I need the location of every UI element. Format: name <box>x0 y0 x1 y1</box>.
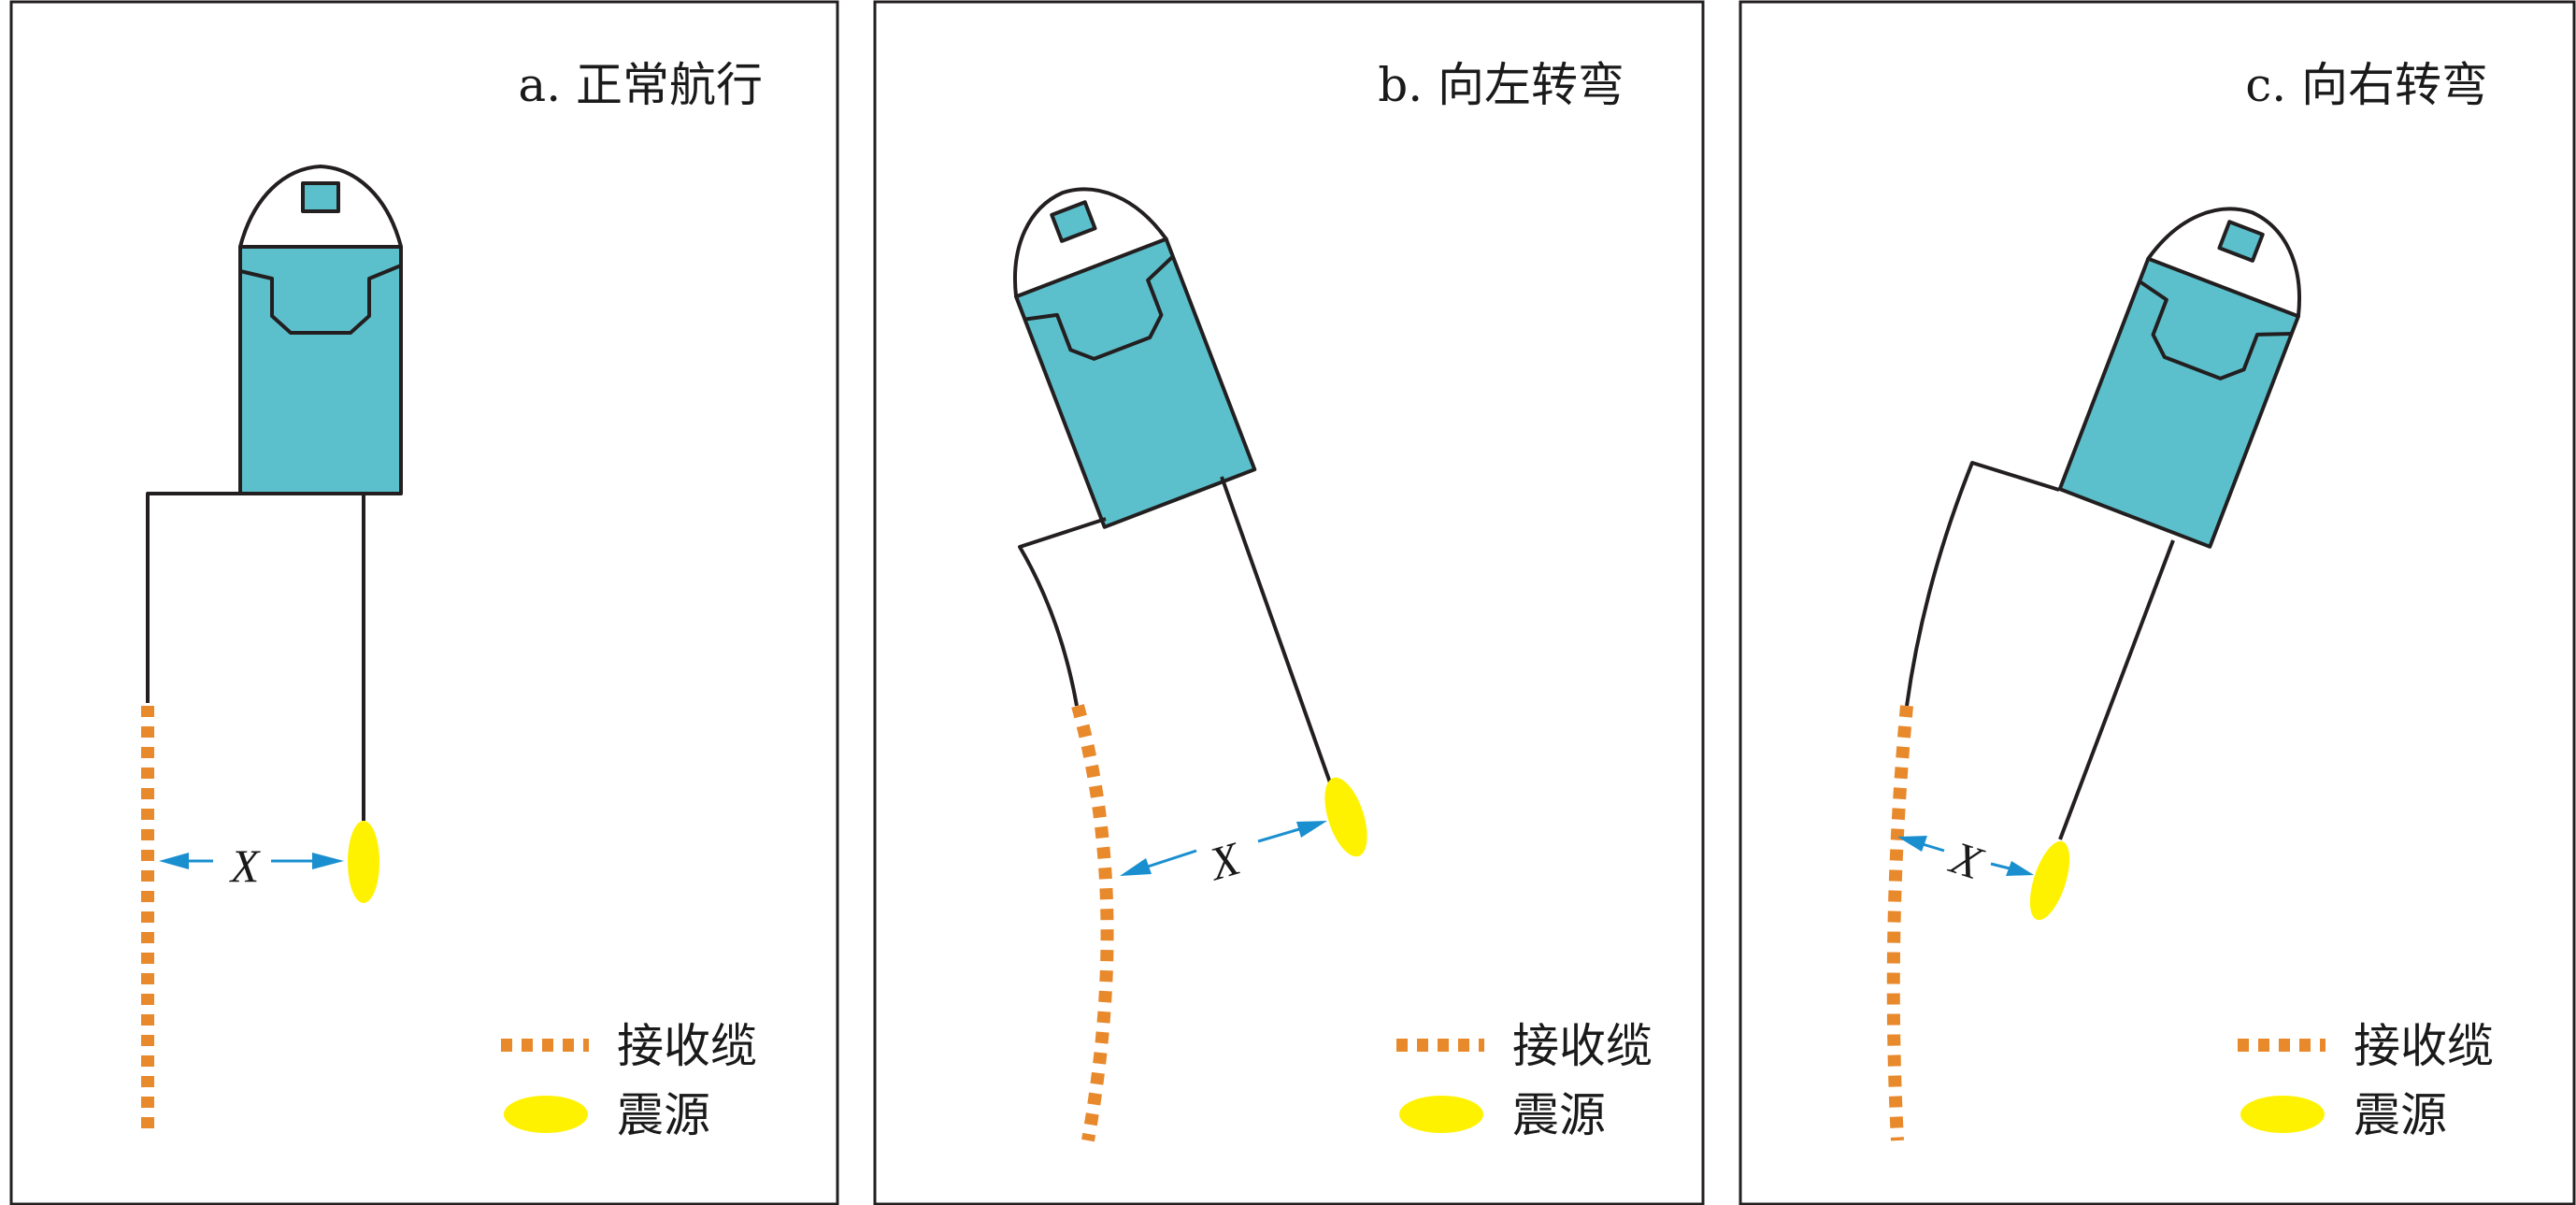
legend-cable-label: 接收缆 <box>2354 1019 2494 1073</box>
legend-cable-label: 接收缆 <box>1512 1019 1653 1073</box>
seismic-source <box>348 821 379 903</box>
legend-source-label: 震源 <box>2354 1088 2447 1142</box>
receiver-cable <box>1071 704 1114 1142</box>
source-tow-line <box>2058 539 2175 840</box>
panel-normal: a. 正常航行 X 接收缆 震源 <box>9 0 839 1205</box>
panel-title: a. 正常航行 <box>518 58 763 112</box>
cable-tow-line <box>146 492 240 703</box>
panel-frame <box>1739 0 2576 1205</box>
legend: 接收缆 震源 <box>501 1019 757 1142</box>
cable-tow-line <box>1018 517 1107 707</box>
legend-source-label: 震源 <box>1512 1088 1606 1142</box>
offset-arrow <box>159 853 344 869</box>
panel-turn-right: c. 向右转弯 X 接收缆 震源 <box>1739 0 2576 1205</box>
receiver-cable <box>1886 705 1913 1141</box>
legend-cable-label: 接收缆 <box>617 1019 757 1073</box>
panel-title: b. 向左转弯 <box>1378 58 1624 112</box>
offset-arrow <box>1120 821 1327 876</box>
legend-source-swatch <box>1399 1096 1483 1133</box>
offset-arrow <box>1897 836 2034 876</box>
panel-title: c. 向右转弯 <box>2245 58 2488 112</box>
legend: 接收缆 震源 <box>2238 1019 2494 1142</box>
legend-source-label: 震源 <box>617 1088 710 1142</box>
offset-label: X <box>229 839 262 892</box>
vessel-icon <box>238 165 403 495</box>
panel-turn-left: b. 向左转弯 X 接收缆 震源 <box>873 0 1705 1205</box>
legend-source-swatch <box>2240 1096 2325 1133</box>
panel-frame <box>873 0 1705 1205</box>
seismic-source <box>2029 840 2070 921</box>
legend-source-swatch <box>504 1096 588 1133</box>
legend: 接收缆 震源 <box>1396 1019 1653 1142</box>
source-tow-line <box>1220 476 1333 786</box>
cable-tow-line <box>1905 461 2060 707</box>
seismic-source <box>1324 777 1367 857</box>
